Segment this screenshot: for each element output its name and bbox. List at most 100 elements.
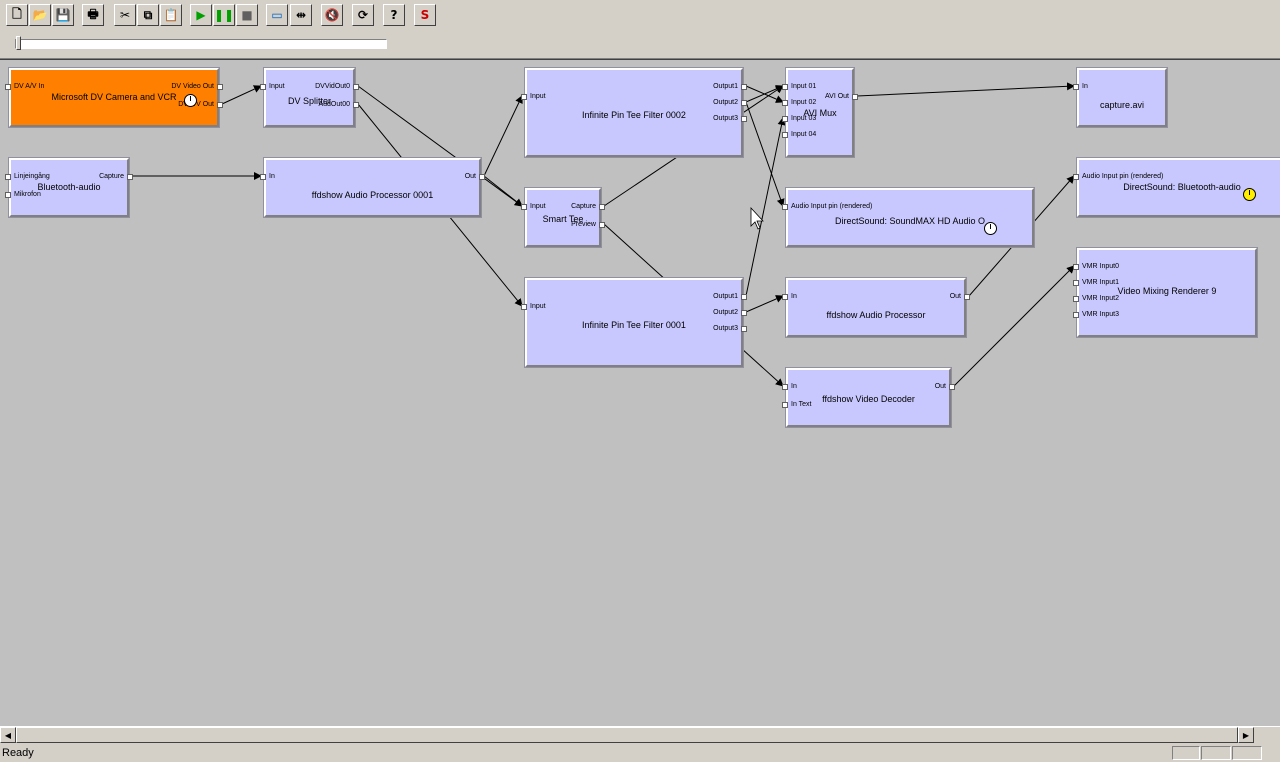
new-file-button[interactable]: 🗋 [6, 4, 28, 26]
output-pin[interactable] [353, 84, 359, 90]
output-pin[interactable] [479, 174, 485, 180]
connection-line[interactable] [483, 95, 523, 177]
connection-line[interactable] [953, 265, 1075, 387]
input-pin[interactable] [1073, 174, 1079, 180]
output-pin-label: DV Video Out [171, 83, 214, 90]
input-pin-label: DV A/V In [14, 83, 45, 90]
input-pin[interactable] [1073, 84, 1079, 90]
pause-button[interactable]: ❚❚ [213, 4, 235, 26]
connection-line[interactable] [483, 175, 523, 207]
output-pin[interactable] [741, 100, 747, 106]
save-button[interactable]: 💾 [52, 4, 74, 26]
mute-button[interactable]: 🔇 [321, 4, 343, 26]
status-pane-2 [1201, 746, 1231, 760]
input-pin[interactable] [782, 294, 788, 300]
insert-filter-button[interactable]: ▭ [266, 4, 288, 26]
input-pin[interactable] [782, 116, 788, 122]
input-pin[interactable] [782, 204, 788, 210]
output-pin[interactable] [741, 116, 747, 122]
output-pin[interactable] [217, 84, 223, 90]
output-pin[interactable] [217, 102, 223, 108]
output-pin[interactable] [599, 204, 605, 210]
input-pin[interactable] [782, 402, 788, 408]
input-pin[interactable] [260, 174, 266, 180]
copy-button[interactable]: ⧉ [137, 4, 159, 26]
print-button[interactable]: 🖶 [82, 4, 104, 26]
output-pin[interactable] [852, 94, 858, 100]
output-pin[interactable] [353, 102, 359, 108]
connection-line[interactable] [745, 117, 786, 297]
status-pane-3 [1232, 746, 1262, 760]
play-button[interactable]: ▶ [190, 4, 212, 26]
output-pin[interactable] [949, 384, 955, 390]
output-pin[interactable] [599, 222, 605, 228]
seek-track[interactable] [15, 39, 387, 49]
connection-line[interactable] [221, 85, 262, 105]
input-pin[interactable] [782, 132, 788, 138]
output-pin[interactable] [741, 326, 747, 332]
output-pin[interactable] [741, 84, 747, 90]
filter-title: Smart Tee [542, 214, 584, 224]
output-pin[interactable] [964, 294, 970, 300]
status-pane-1 [1172, 746, 1200, 760]
connect-pins-button[interactable]: ⇹ [290, 4, 312, 26]
input-pin[interactable] [5, 84, 11, 90]
stop-button[interactable]: ■ [236, 4, 258, 26]
connection-line[interactable] [357, 85, 523, 207]
cut-button[interactable]: ✂ [114, 4, 136, 26]
input-pin-label: Input [530, 203, 546, 210]
scroll-right-icon[interactable]: ▶ [1238, 727, 1254, 743]
connection-line[interactable] [856, 82, 1075, 97]
output-pin[interactable] [741, 310, 747, 316]
input-pin-label: Input 04 [791, 131, 817, 138]
input-pin[interactable] [521, 94, 527, 100]
input-pin[interactable] [782, 384, 788, 390]
scroll-thumb[interactable] [16, 727, 1238, 743]
new-file-icon: 🗋 [12, 6, 22, 21]
paste-icon: 📋 [163, 8, 179, 22]
input-pin[interactable] [1073, 264, 1079, 270]
refresh-button[interactable]: ⟳ [352, 4, 374, 26]
horizontal-scrollbar[interactable]: ◀ ▶ [0, 726, 1280, 744]
stats-button[interactable]: S [414, 4, 436, 26]
insert-filter-icon: ▭ [271, 8, 283, 22]
input-pin[interactable] [1073, 280, 1079, 286]
input-pin-label: Input 01 [791, 83, 817, 90]
input-pin[interactable] [521, 204, 527, 210]
input-pin[interactable] [1073, 296, 1079, 302]
input-pin-label: Audio Input pin (rendered) [1082, 173, 1164, 180]
seek-thumb[interactable] [16, 36, 21, 50]
help-button[interactable]: ? [383, 4, 405, 26]
connection-line[interactable] [745, 295, 784, 313]
input-pin[interactable] [260, 84, 266, 90]
output-pin[interactable] [127, 174, 133, 180]
input-pin[interactable] [782, 84, 788, 90]
output-pin-label: Output1 [713, 83, 738, 90]
input-pin[interactable] [782, 100, 788, 106]
input-pin[interactable] [521, 304, 527, 310]
input-pin[interactable] [5, 174, 11, 180]
input-pin-label: VMR Input1 [1082, 279, 1119, 286]
scroll-left-icon[interactable]: ◀ [0, 727, 16, 743]
open-folder-button[interactable]: 📂 [29, 4, 51, 26]
output-pin[interactable] [741, 294, 747, 300]
input-pin[interactable] [1073, 312, 1079, 318]
connection-line[interactable] [745, 101, 785, 207]
input-pin[interactable] [5, 192, 11, 198]
paste-button[interactable]: 📋 [160, 4, 182, 26]
